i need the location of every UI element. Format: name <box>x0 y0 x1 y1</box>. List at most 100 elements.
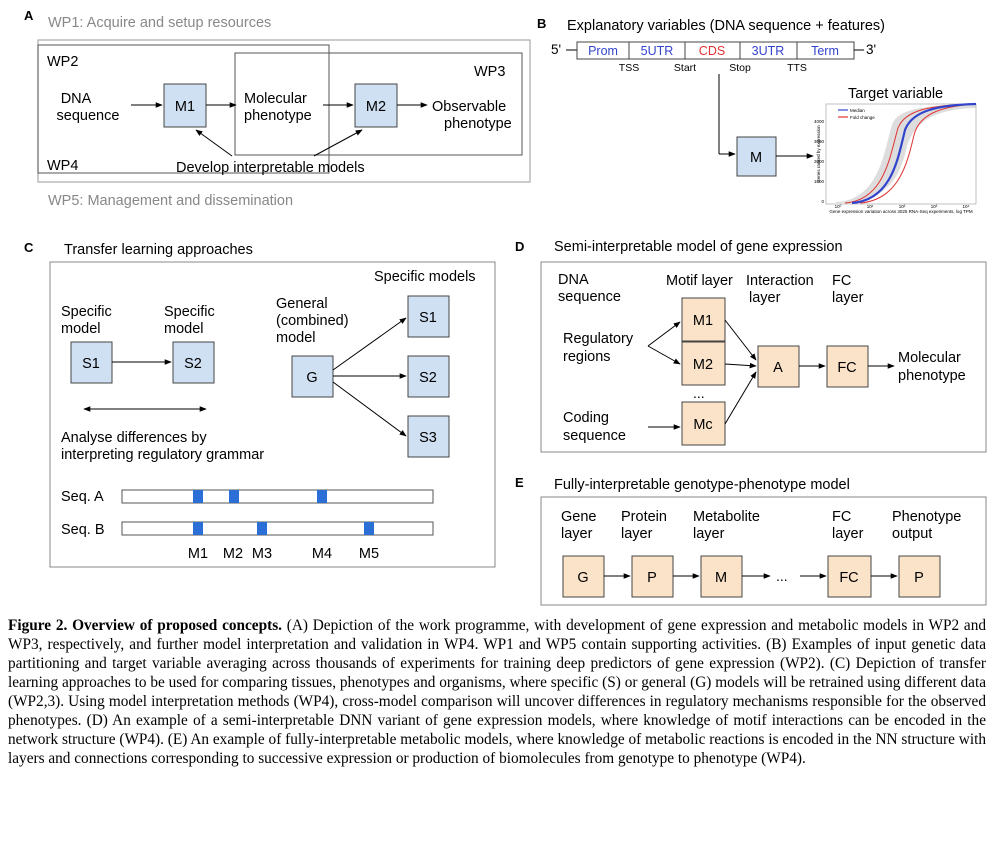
develop-models-label: Develop interpretable models <box>176 160 365 176</box>
analyse-l1: Analyse differences by <box>61 430 207 446</box>
target-plot: Median Fold change Genes ranked by expre… <box>814 102 977 214</box>
m1-box <box>163 83 207 128</box>
g-label: G <box>306 370 317 386</box>
specific2-l2: model <box>164 321 204 337</box>
seq-a-motif-m4 <box>317 490 327 503</box>
wp2-frame <box>37 44 330 174</box>
interaction-l2: layer <box>749 290 781 306</box>
m-label: M <box>750 150 762 166</box>
gene-l1: Gene <box>561 509 596 525</box>
sr2-box <box>407 355 450 398</box>
wp2-label: WP2 <box>47 54 78 70</box>
plot-xtick: 10⁰ <box>835 204 842 209</box>
five-prime-label: 5' <box>551 42 561 57</box>
wp3-label: WP3 <box>474 64 505 80</box>
s2-label: S2 <box>184 356 202 372</box>
panel-d: D Semi-interpretable model of gene expre… <box>515 239 987 453</box>
e-p-label: P <box>647 570 657 586</box>
seq-a-label: Seq. A <box>61 489 104 505</box>
panel-c-letter: C <box>24 240 34 255</box>
legend-fold: Fold change <box>850 115 875 120</box>
wp1-label: WP1: Acquire and setup resources <box>48 15 271 31</box>
plot-xtick: 10⁴ <box>963 204 970 209</box>
motif-layer-label: Motif layer <box>666 273 733 289</box>
e-p2-label: P <box>914 570 924 586</box>
wp4-label: WP4 <box>47 158 78 174</box>
d-mol-l2: phenotype <box>898 368 966 384</box>
figure-caption: Figure 2. Overview of proposed concepts.… <box>8 616 986 768</box>
m1-label: M1 <box>175 99 195 115</box>
molecular-label-l2: phenotype <box>244 108 312 124</box>
coding-l1: Coding <box>563 410 609 426</box>
d-m2-label: M2 <box>693 357 713 373</box>
motif-label-m2: M2 <box>223 546 243 562</box>
metabolite-l2: layer <box>693 526 725 542</box>
dna-label-l1: DNA <box>61 91 92 107</box>
panel-c: C Transfer learning approaches Specific … <box>24 240 496 568</box>
seq-a-motif-m2 <box>229 490 239 503</box>
s1-box <box>70 341 113 384</box>
dna-label-l2: sequence <box>57 108 120 124</box>
figure-diagram: A WP1: Acquire and setup resources WP2 W… <box>24 8 987 606</box>
segment-label-5utr: 5UTR <box>641 44 674 58</box>
d-fc-label: FC <box>837 360 856 376</box>
d-m1-box <box>681 297 726 342</box>
e-p2-box <box>898 555 941 598</box>
panel-c-frame <box>49 261 496 568</box>
e-m-box <box>700 555 743 598</box>
protein-l2: layer <box>621 526 653 542</box>
target-variable-label: Target variable <box>848 86 943 102</box>
plot-ytick: 1000 <box>814 179 825 184</box>
sr1-box <box>407 295 450 338</box>
seq-a-bar <box>121 489 434 504</box>
regulatory-l1: Regulatory <box>563 331 634 347</box>
motif-label-m1: M1 <box>188 546 208 562</box>
marker-tss: TSS <box>619 62 639 74</box>
plot-ytick: 4000 <box>814 119 825 124</box>
marker-stop: Stop <box>729 62 751 74</box>
motif-label-m5: M5 <box>359 546 379 562</box>
three-prime-label: 3' <box>866 42 876 57</box>
g-box <box>291 355 334 398</box>
s1-label: S1 <box>82 356 100 372</box>
legend-median: Median <box>850 108 865 113</box>
panel-e: E Fully-interpretable genotype-phenotype… <box>515 475 987 606</box>
seq-b-bar <box>121 521 434 536</box>
e-g-label: G <box>577 570 588 586</box>
panel-e-letter: E <box>515 475 524 490</box>
d-dna-l1: DNA <box>558 272 589 288</box>
segment-label-prom: Prom <box>588 44 618 58</box>
caption-title: Figure 2. Overview of proposed concepts. <box>8 617 282 634</box>
segment-label-3utr: 3UTR <box>752 44 785 58</box>
motif-label-m3: M3 <box>252 546 272 562</box>
motif-label-m4: M4 <box>312 546 332 562</box>
analyse-l2: interpreting regulatory grammar <box>61 447 264 463</box>
fc-layer-l2: layer <box>832 290 864 306</box>
general-l3: model <box>276 330 316 346</box>
regulatory-l2: regions <box>563 349 611 365</box>
interaction-l1: Interaction <box>746 273 814 289</box>
d-a-box <box>757 345 800 388</box>
specific1-l2: model <box>61 321 101 337</box>
m-box <box>736 136 777 177</box>
marker-start: Start <box>674 62 696 74</box>
phenotype-l2: output <box>892 526 932 542</box>
protein-l1: Protein <box>621 509 667 525</box>
e-g-box <box>562 555 605 598</box>
segment-label-term: Term <box>811 44 839 58</box>
phenotype-l1: Phenotype <box>892 509 961 525</box>
e-m-label: M <box>715 570 727 586</box>
sr3-label: S3 <box>419 430 437 446</box>
gene-l2: layer <box>561 526 593 542</box>
e-fc-box <box>827 555 872 598</box>
panel-d-title: Semi-interpretable model of gene express… <box>554 239 843 255</box>
panel-e-title: Fully-interpretable genotype-phenotype m… <box>554 477 850 493</box>
e-fc-l1: FC <box>832 509 851 525</box>
panel-b-letter: B <box>537 16 546 31</box>
plot-ytick: 0 <box>821 199 824 204</box>
plot-xtick: 10¹ <box>867 204 874 209</box>
coding-l2: sequence <box>563 428 626 444</box>
e-fc-l2: layer <box>832 526 864 542</box>
e-dots: ... <box>776 568 788 584</box>
plot-xtick: 10² <box>899 204 906 209</box>
